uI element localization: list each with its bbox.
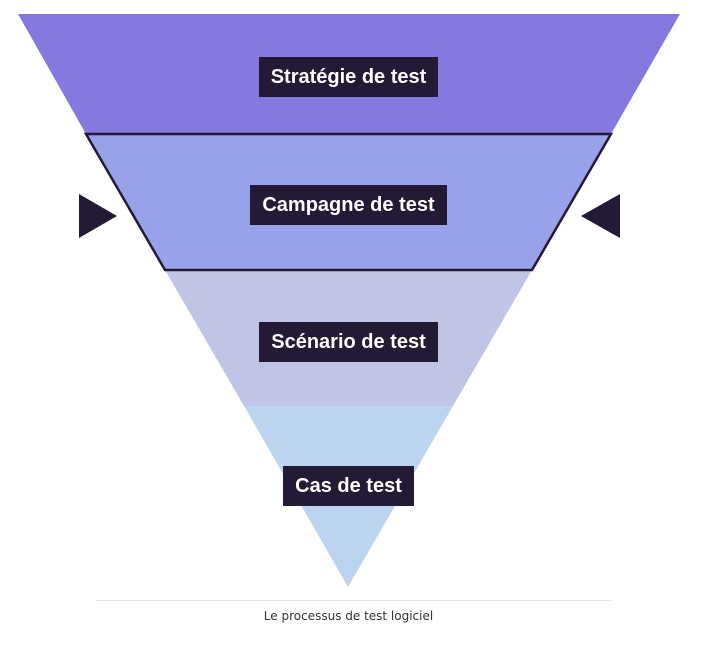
highlight-outline bbox=[83, 132, 614, 272]
caption-divider bbox=[96, 600, 611, 601]
left-pointer-icon bbox=[79, 194, 117, 238]
funnel-level-scenario bbox=[165, 270, 532, 406]
funnel-level-campagne bbox=[86, 134, 611, 270]
funnel-level-strategie bbox=[18, 14, 680, 134]
right-pointer-icon bbox=[581, 194, 620, 238]
funnel-level-cas bbox=[244, 406, 453, 587]
figure-caption: Le processus de test logiciel bbox=[263, 609, 434, 623]
